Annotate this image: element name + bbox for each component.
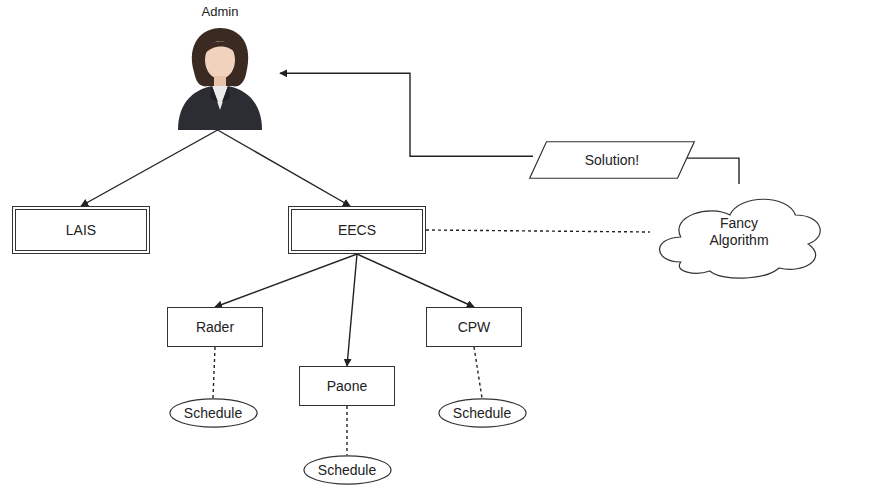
ell-shape (303, 456, 390, 484)
department-box: LAIS (12, 206, 150, 254)
schedule-ellipse: Schedule (169, 398, 258, 428)
arrow-connector (215, 254, 357, 307)
person-box: CPW (426, 307, 522, 347)
department-box: EECS (288, 206, 426, 254)
arrow-connector (218, 130, 351, 206)
admin-actor: Admin (160, 4, 280, 130)
node-label: CPW (458, 319, 491, 336)
node-label: LAIS (66, 222, 96, 239)
algorithm-cloud: Fancy Algorithm (648, 182, 830, 282)
node-label: Rader (196, 319, 234, 336)
dashed-connector (426, 230, 650, 232)
node-label: EECS (338, 222, 376, 239)
cloud-shape (660, 199, 821, 278)
para-shape (530, 142, 695, 178)
ell-shape (169, 399, 256, 427)
dashed-connector (346, 406, 347, 455)
dashed-connector (474, 347, 482, 398)
node-label: Schedule (318, 462, 376, 479)
arrow-connector (280, 73, 533, 156)
output-parallelogram: Solution! (528, 141, 696, 179)
person-box: Paone (299, 366, 395, 406)
ell-shape (438, 399, 525, 427)
node-label: Paone (327, 378, 367, 395)
node-label: Solution! (585, 152, 639, 169)
node-label: Schedule (453, 405, 511, 422)
node-label: Admin (202, 4, 239, 20)
schedule-ellipse: Schedule (438, 398, 527, 428)
dashed-connector (213, 347, 215, 398)
node-label: Fancy Algorithm (689, 215, 789, 249)
person-box: Rader (167, 307, 263, 347)
node-label: Schedule (184, 405, 242, 422)
arrow-connector (81, 130, 218, 206)
arrow-connector (357, 254, 474, 307)
admin-person-icon (172, 24, 268, 130)
arrow-connector (686, 158, 739, 184)
arrow-connector (347, 254, 357, 366)
schedule-ellipse: Schedule (303, 455, 392, 485)
